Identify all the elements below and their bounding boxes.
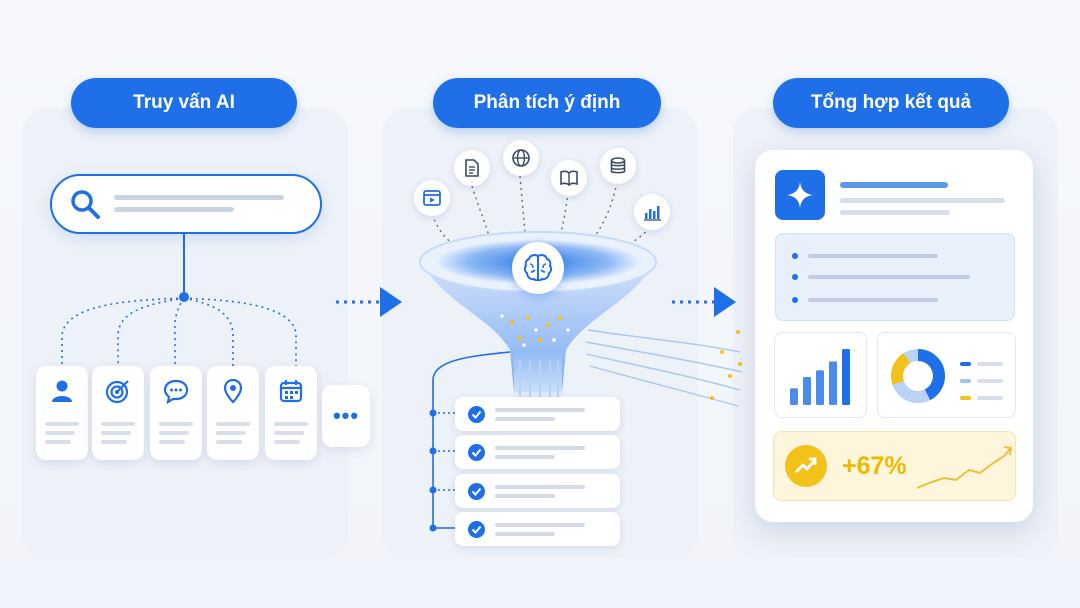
source-document bbox=[454, 150, 490, 186]
document-icon bbox=[465, 159, 479, 177]
query-tree-lines bbox=[61, 234, 297, 366]
result-donut-box bbox=[877, 332, 1016, 418]
result-header-badge bbox=[775, 170, 825, 220]
bar-chart-icon bbox=[644, 206, 661, 221]
sparkle-icon bbox=[787, 182, 813, 208]
flow-waves bbox=[585, 329, 743, 407]
result-header-line bbox=[840, 210, 950, 215]
search-icon bbox=[71, 190, 100, 219]
globe-icon bbox=[512, 149, 530, 167]
query-hub-node bbox=[179, 292, 189, 302]
check-icon bbox=[468, 406, 485, 423]
result-header-line bbox=[840, 182, 948, 188]
brain-icon bbox=[523, 254, 553, 282]
database-icon bbox=[610, 157, 626, 174]
result-header-line bbox=[840, 198, 1005, 203]
search-bar[interactable] bbox=[50, 174, 322, 234]
video-icon bbox=[423, 190, 441, 206]
location-pin-icon bbox=[223, 378, 243, 404]
search-placeholder-line bbox=[114, 195, 284, 200]
source-database bbox=[600, 148, 636, 184]
result-trend-box bbox=[773, 431, 1016, 501]
bar-chart-bar bbox=[829, 361, 837, 405]
check-icon bbox=[468, 521, 485, 538]
trend-value: +67% bbox=[842, 452, 907, 480]
intent-list-connector bbox=[432, 351, 511, 529]
book-icon bbox=[560, 170, 578, 187]
query-card-target bbox=[92, 366, 144, 460]
query-card-calendar bbox=[265, 366, 317, 460]
trend-badge bbox=[785, 445, 827, 487]
source-analytics bbox=[634, 194, 670, 230]
more-options-button[interactable]: ••• bbox=[322, 385, 370, 447]
step-intent-title: Phân tích ý định bbox=[433, 78, 661, 128]
user-icon bbox=[52, 380, 72, 402]
query-card-location bbox=[207, 366, 259, 460]
calendar-icon bbox=[279, 380, 303, 403]
bar-chart-bar bbox=[842, 349, 850, 405]
result-bar-chart-box bbox=[774, 332, 867, 418]
arrow-2 bbox=[672, 287, 736, 317]
result-summary-box bbox=[775, 233, 1015, 321]
check-icon bbox=[468, 483, 485, 500]
source-book bbox=[551, 160, 587, 196]
brain-node bbox=[512, 242, 564, 294]
bar-chart-bar bbox=[816, 370, 824, 405]
trend-sparkline bbox=[916, 446, 1013, 489]
trend-up-icon bbox=[795, 457, 817, 473]
arrow-1 bbox=[336, 287, 402, 317]
target-icon bbox=[105, 380, 129, 404]
source-video bbox=[414, 180, 450, 216]
intent-item bbox=[455, 397, 620, 431]
bar-chart-visual bbox=[790, 349, 850, 405]
check-icon bbox=[468, 444, 485, 461]
intent-item bbox=[455, 512, 620, 546]
intent-item bbox=[455, 435, 620, 469]
query-card-user bbox=[36, 366, 88, 460]
step-results-title: Tổng hợp kết quả bbox=[773, 78, 1009, 128]
chat-icon bbox=[163, 379, 189, 404]
source-web bbox=[503, 140, 539, 176]
intent-item bbox=[455, 474, 620, 508]
search-placeholder-line bbox=[114, 207, 234, 212]
donut-chart-icon bbox=[891, 349, 945, 403]
step-query-title: Truy vấn AI bbox=[71, 78, 297, 128]
bar-chart-bar bbox=[803, 377, 811, 405]
query-card-chat bbox=[150, 366, 202, 460]
bar-chart-bar bbox=[790, 388, 798, 405]
